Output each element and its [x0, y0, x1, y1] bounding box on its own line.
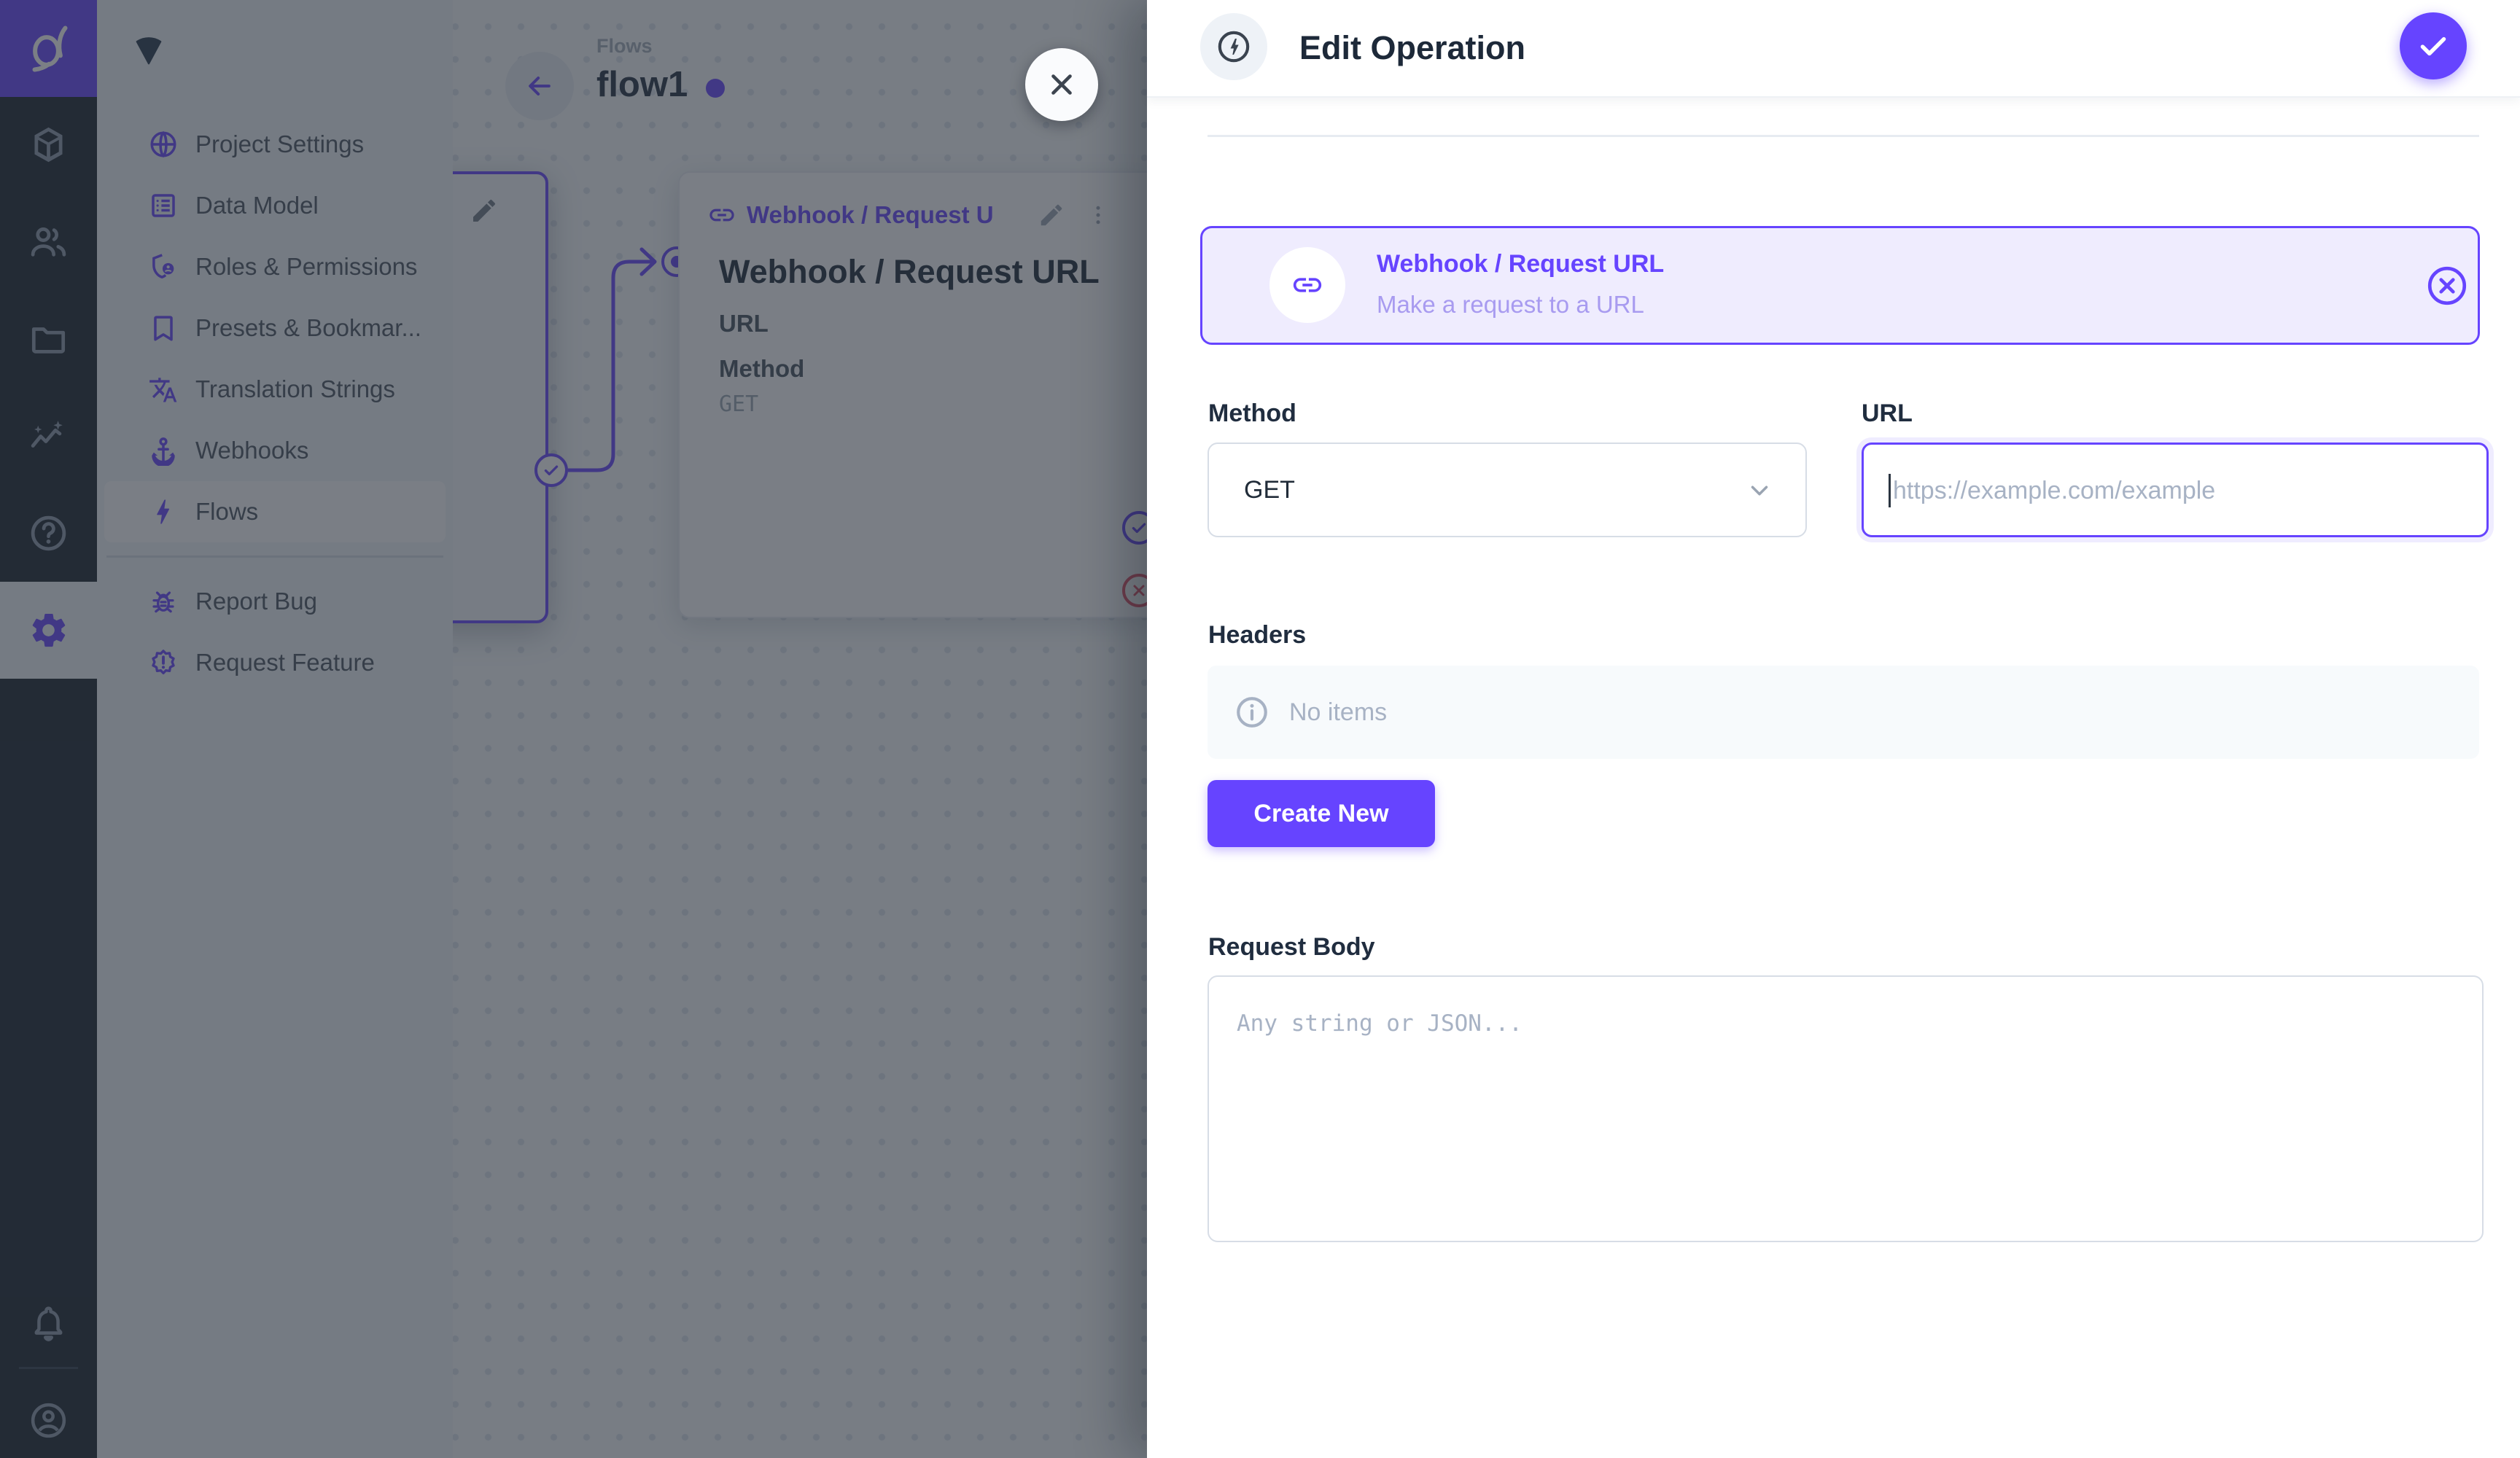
operation-description: Make a request to a URL: [1377, 291, 1644, 318]
form-divider: [1208, 135, 2479, 137]
request-body-label: Request Body: [1208, 933, 1375, 961]
method-label: Method: [1208, 399, 1296, 427]
bolt-circle-icon: [1218, 31, 1250, 63]
save-button[interactable]: [2400, 12, 2467, 79]
link-icon: [1293, 278, 1322, 292]
operation-name: Webhook / Request URL: [1377, 250, 1665, 278]
request-body-textarea[interactable]: [1208, 975, 2484, 1242]
close-icon: [1051, 74, 1072, 95]
headers-empty-text: No items: [1289, 698, 1388, 726]
drawer-close-button[interactable]: [1025, 48, 1098, 121]
url-label: URL: [1862, 399, 1913, 427]
operation-bolt-button[interactable]: [1200, 13, 1267, 80]
headers-empty-list: No items: [1208, 666, 2479, 759]
selected-operation-card[interactable]: Webhook / Request URL Make a request to …: [1200, 226, 2480, 345]
edit-operation-drawer: Edit Operation Webhook / Request URL Mak…: [1147, 0, 2520, 1458]
check-icon: [2420, 36, 2446, 56]
create-new-label: Create New: [1253, 799, 1389, 827]
url-field: [1862, 443, 2489, 537]
text-caret: [1889, 474, 1891, 507]
chevron-down-icon: [1751, 486, 1768, 496]
url-input[interactable]: [1891, 445, 2463, 537]
operation-avatar: [1269, 247, 1345, 323]
deselect-operation-icon[interactable]: [2424, 263, 2470, 308]
drawer-title: Edit Operation: [1299, 29, 1526, 66]
method-value: GET: [1244, 476, 1295, 504]
create-new-button[interactable]: Create New: [1208, 780, 1435, 847]
info-icon: [1237, 697, 1267, 728]
drawer-dim-overlay[interactable]: [0, 0, 1147, 1458]
method-select[interactable]: GET: [1208, 443, 1807, 537]
headers-label: Headers: [1208, 621, 1307, 649]
drawer-header: Edit Operation: [1147, 0, 2520, 98]
